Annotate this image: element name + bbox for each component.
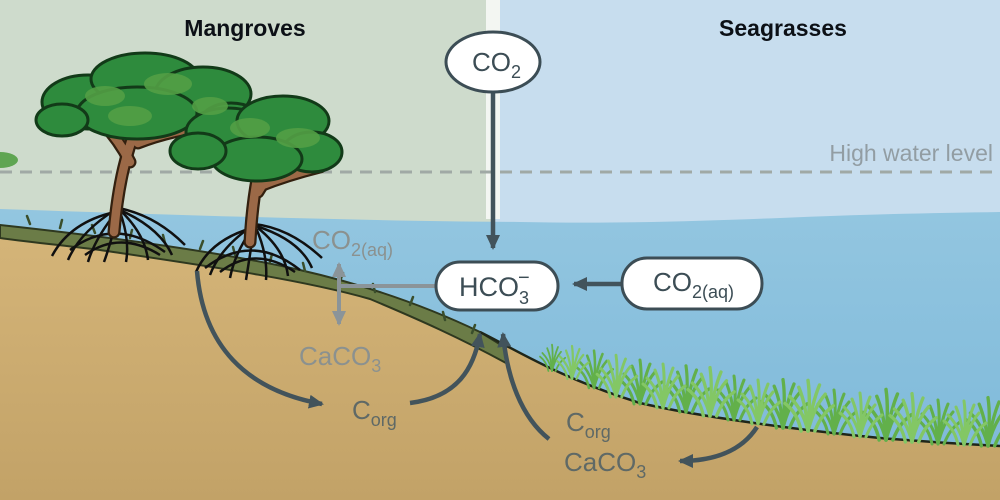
corg-right-label: Corg <box>566 407 611 442</box>
high-water-level-label: High water level <box>829 140 993 166</box>
shore-strip <box>0 223 507 365</box>
canopy-highlights <box>0 73 320 168</box>
corg-to-hco3-arrow <box>409 332 485 406</box>
carbon-nodes <box>434 30 764 312</box>
co2aq-right-label: CO2(aq) <box>653 267 734 302</box>
hco3-label: HCO3− <box>459 267 530 308</box>
corg-left-label: Corg <box>352 395 397 430</box>
hco3-node <box>434 260 560 312</box>
mangrove-trees <box>0 51 344 281</box>
caco3-right-label: CaCO3 <box>564 447 646 482</box>
mangroves-title: Mangroves <box>184 15 305 41</box>
co2-atmosphere-label: CO2 <box>472 47 521 82</box>
co2-atmosphere-node <box>444 30 542 94</box>
seagrass-c-to-hco3-arrow <box>497 332 551 441</box>
sediment <box>0 225 1000 500</box>
co2aq-node <box>620 256 764 311</box>
seagrasses-title: Seagrasses <box>719 15 847 41</box>
seagrass-burial-arrow <box>678 425 759 468</box>
caco3-left-label: CaCO3 <box>299 341 381 376</box>
co2aq-left-label: CO2(aq) <box>312 225 393 260</box>
mangrove-burial-arrow <box>194 270 324 409</box>
carbon-flow-arrows <box>194 92 759 468</box>
